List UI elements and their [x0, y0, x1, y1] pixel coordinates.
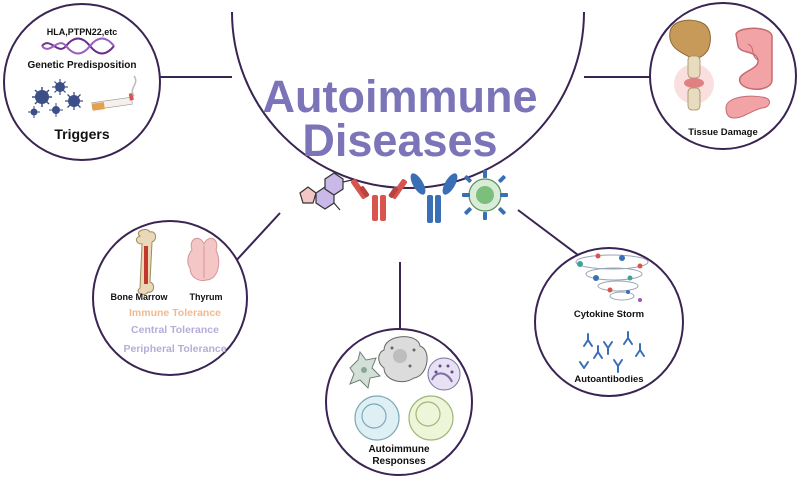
genetic-predisposition-label: Genetic Predisposition	[27, 60, 137, 71]
thymus-icon	[187, 237, 220, 281]
pancreas-icon	[725, 95, 770, 119]
cytokine-storm-label: Cytokine Storm	[573, 309, 645, 320]
t-cell-icon	[408, 395, 454, 441]
antibody-blue-icon	[410, 173, 458, 223]
virus-icons	[28, 79, 83, 118]
cytokine-dots	[577, 253, 643, 302]
title-line-1: Autoimmune	[262, 71, 538, 122]
central-semicircle	[231, 11, 585, 189]
cytokine-storm-icon	[575, 254, 649, 301]
central-tolerance-label: Central Tolerance	[131, 324, 219, 336]
dendritic-cell-icon	[349, 350, 382, 390]
dna-helix-icon	[41, 37, 115, 55]
cytokine-circle	[534, 247, 684, 397]
virus-icon	[28, 106, 40, 118]
granulocyte-icon	[427, 357, 461, 391]
bone-marrow-label: Bone Marrow	[110, 292, 168, 302]
liver-icon	[669, 19, 711, 59]
molecule-icon	[299, 172, 353, 211]
triggers-label: Triggers	[54, 126, 110, 142]
macrophage-icon	[378, 336, 428, 383]
antibody-red-icon	[351, 179, 407, 221]
autoimmune-responses-label-2: Responses	[372, 456, 426, 467]
joint-icon	[674, 55, 714, 111]
title-line-2: Diseases	[302, 115, 498, 166]
cigarette-icon	[91, 75, 137, 111]
bone-icon	[135, 229, 157, 295]
virus-icon	[65, 92, 83, 110]
virus-icon	[52, 79, 68, 95]
autoimmune-responses-label-1: Autoimmune	[368, 444, 430, 455]
thymus-label: Thyrum	[189, 292, 223, 302]
virus-icon	[49, 103, 63, 117]
virus-icon	[32, 87, 52, 107]
autoantibody-icons	[579, 331, 645, 373]
genes-label: HLA,PTPN22,etc	[46, 27, 118, 37]
b-cell-icon	[462, 170, 508, 220]
lymphocyte-icon	[354, 395, 400, 441]
triggers-circle	[3, 3, 161, 161]
immune-tolerance-label: Immune Tolerance	[129, 307, 221, 319]
peripheral-tolerance-label: Peripheral Tolerance	[123, 343, 227, 355]
connector-cytokine	[517, 209, 583, 259]
intestine-icon	[735, 27, 773, 90]
autoantibodies-label: Autoantibodies	[574, 374, 644, 385]
tissue-damage-label: Tissue Damage	[688, 127, 758, 138]
